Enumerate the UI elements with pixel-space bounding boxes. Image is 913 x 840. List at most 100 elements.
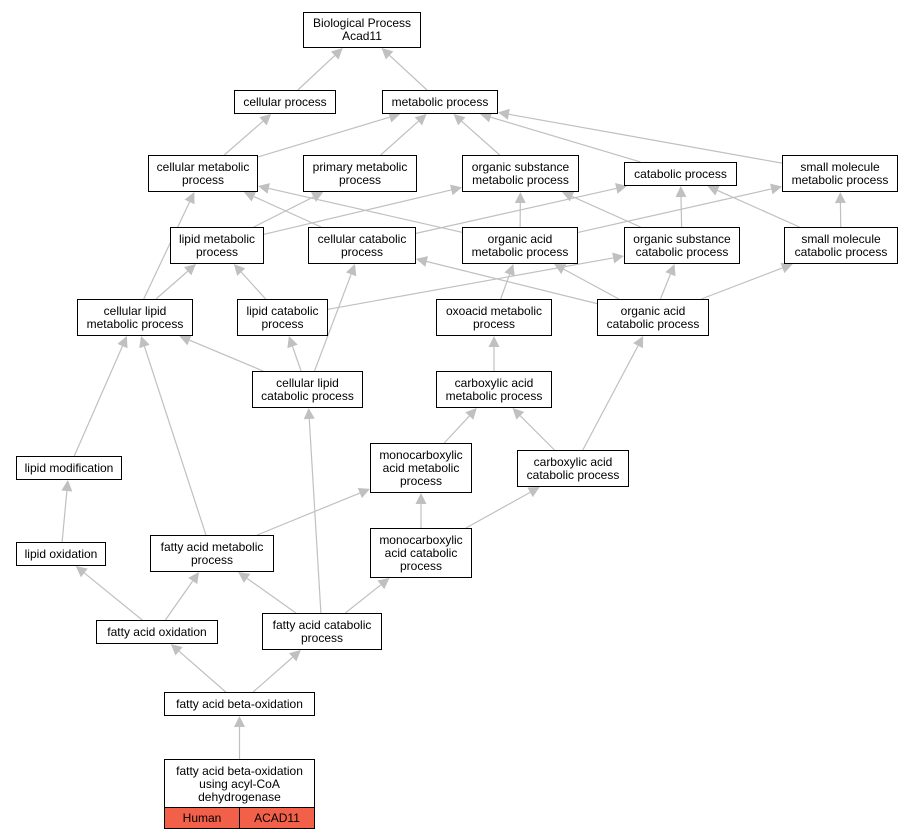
edge-organic_substance_catabolic_process-to-catabolic_process bbox=[680, 196, 683, 228]
arrowhead-carboxylic_acid_metabolic_process-to-oxoacid_metabolic_process bbox=[488, 336, 500, 347]
edge-fatty_acid_beta_oxidation-to-fatty_acid_oxidation bbox=[178, 650, 227, 693]
node-metabolic-process[interactable]: metabolic process bbox=[382, 90, 498, 114]
node-cellular-catabolic-process[interactable]: cellular catabolic process bbox=[308, 227, 416, 264]
gene-tag: ACAD11 bbox=[239, 808, 314, 828]
arrowhead-organic_acid_catabolic_process-to-small_molecule_catabolic_process bbox=[780, 262, 793, 274]
edge-small_molecule_catabolic_process-to-catabolic_process bbox=[717, 189, 800, 228]
edge-lipid_oxidation-to-lipid_modification bbox=[61, 490, 68, 543]
node-small-molecule-metabolic-process[interactable]: small molecule metabolic process bbox=[782, 155, 898, 192]
node-organic-substance-metabolic-process[interactable]: organic substance metabolic process bbox=[462, 155, 579, 192]
node-fatty-acid-metabolic-process[interactable]: fatty acid metabolic process bbox=[150, 535, 274, 572]
edge-carboxylic_acid_catabolic_process-to-carboxylic_acid_metabolic_process bbox=[519, 415, 555, 451]
node-catabolic-process[interactable]: catabolic process bbox=[624, 162, 737, 186]
edge-cellular_catabolic_process-to-catabolic_process bbox=[415, 187, 617, 234]
node-lipid-catabolic-process[interactable]: lipid catabolic process bbox=[237, 299, 328, 336]
arrowhead-monocarboxylic_acid_metabolic_process-to-carboxylic_acid_metabolic_process bbox=[465, 408, 477, 420]
arrowhead-fatty_acid_metabolic_process-to-monocarboxylic_acid_metabolic_process bbox=[357, 487, 370, 499]
arrowhead-fatty_acid_metabolic_process-to-cellular_lipid_metabolic_process bbox=[139, 336, 150, 349]
node-lipid-oxidation[interactable]: lipid oxidation bbox=[16, 542, 106, 566]
arrowhead-cellular_lipid_catabolic_process-to-cellular_lipid_metabolic_process bbox=[179, 335, 192, 346]
node-cellular-process[interactable]: cellular process bbox=[234, 90, 336, 114]
edge-lipid_metabolic_process-to-primary_metabolic_process bbox=[253, 196, 314, 228]
node-lipid-modification[interactable]: lipid modification bbox=[16, 456, 122, 480]
edge-cellular_lipid_metabolic_process-to-lipid_metabolic_process bbox=[155, 270, 189, 300]
edge-fatty_acid_catabolic_process-to-fatty_acid_metabolic_process bbox=[246, 577, 297, 614]
edge-cellular_lipid_metabolic_process-to-cellular_metabolic_process bbox=[143, 201, 191, 300]
edge-organic_substance_catabolic_process-to-organic_substance_metabolic_process bbox=[571, 195, 641, 228]
edge-small_molecule_metabolic_process-to-metabolic_process bbox=[508, 113, 783, 164]
node-primary-metabolic-process[interactable]: primary metabolic process bbox=[303, 155, 417, 192]
node-monocarboxylic-acid-catabolic-process[interactable]: monocarboxylic acid catabolic process bbox=[370, 528, 472, 578]
arrowhead-organic_acid_metabolic_process-to-organic_substance_metabolic_process bbox=[514, 192, 526, 204]
node-cellular-metabolic-process[interactable]: cellular metabolic process bbox=[148, 155, 258, 192]
node-organic-acid-catabolic-process[interactable]: organic acid catabolic process bbox=[597, 299, 709, 336]
node-organic-substance-catabolic-process[interactable]: organic substance catabolic process bbox=[624, 227, 740, 264]
arrowhead-fatty_acid_catabolic_process-to-monocarboxylic_acid_catabolic_process bbox=[377, 578, 390, 590]
arrowhead-cellular_lipid_catabolic_process-to-cellular_catabolic_process bbox=[345, 264, 357, 277]
arrowhead-small_molecule_catabolic_process-to-small_molecule_metabolic_process bbox=[834, 192, 846, 204]
node-fatty-acid-catabolic-process[interactable]: fatty acid catabolic process bbox=[262, 613, 382, 650]
arrowhead-organic_acid_metabolic_process-to-small_molecule_metabolic_process bbox=[770, 183, 782, 195]
arrowhead-lipid_metabolic_process-to-primary_metabolic_process bbox=[310, 192, 324, 202]
node-carboxylic-acid-catabolic-process[interactable]: carboxylic acid catabolic process bbox=[517, 450, 629, 487]
arrowhead-fatty_acid_beta_oxidation-to-fatty_acid_catabolic_process bbox=[289, 650, 301, 662]
arrowhead-organic_acid_catabolic_process-to-organic_substance_catabolic_process bbox=[665, 264, 676, 277]
arrowhead-organic_substance_catabolic_process-to-catabolic_process bbox=[675, 186, 687, 198]
edge-cellular_lipid_catabolic_process-to-lipid_catabolic_process bbox=[291, 346, 302, 372]
arrowhead-small_molecule_metabolic_process-to-metabolic_process bbox=[498, 108, 510, 120]
arrowhead-monocarboxylic_acid_catabolic_process-to-monocarboxylic_acid_metabolic_process bbox=[415, 493, 427, 504]
arrowhead-organic_acid_catabolic_process-to-cellular_catabolic_process bbox=[416, 256, 428, 267]
node-cellular-lipid-metabolic-process[interactable]: cellular lipid metabolic process bbox=[77, 299, 193, 336]
node-small-molecule-catabolic-process[interactable]: small molecule catabolic process bbox=[784, 227, 898, 264]
edge-organic_acid_catabolic_process-to-small_molecule_catabolic_process bbox=[701, 267, 783, 300]
arrowhead-metabolic_process-to-root bbox=[381, 48, 394, 60]
arrowhead-lipid_modification-to-cellular_lipid_metabolic_process bbox=[117, 336, 128, 349]
arrowhead-catabolic_process-to-metabolic_process bbox=[480, 111, 493, 123]
node-organic-acid-metabolic-process[interactable]: organic acid metabolic process bbox=[462, 227, 578, 264]
edge-monocarboxylic_acid_metabolic_process-to-carboxylic_acid_metabolic_process bbox=[443, 415, 470, 444]
node-lipid-metabolic-process[interactable]: lipid metabolic process bbox=[170, 227, 264, 264]
edge-organic_acid_metabolic_process-to-cellular_metabolic_process bbox=[268, 187, 463, 233]
arrowhead-cellular_process-to-root bbox=[330, 48, 343, 60]
edge-cellular_lipid_catabolic_process-to-cellular_catabolic_process bbox=[313, 274, 352, 372]
edge-catabolic_process-to-metabolic_process bbox=[490, 116, 641, 163]
arrowhead-carboxylic_acid_catabolic_process-to-organic_acid_catabolic_process bbox=[633, 336, 644, 349]
edge-metabolic_process-to-root bbox=[389, 55, 428, 91]
organism-tag: Human bbox=[165, 808, 239, 828]
node-monocarboxylic-acid-metabolic-process[interactable]: monocarboxylic acid metabolic process bbox=[370, 443, 472, 493]
node-carboxylic-acid-metabolic-process[interactable]: carboxylic acid metabolic process bbox=[436, 371, 552, 408]
node-fatty-acid-oxidation[interactable]: fatty acid oxidation bbox=[96, 620, 218, 644]
arrowhead-cellular_metabolic_process-to-cellular_process bbox=[259, 114, 272, 126]
edge-organic_acid_metabolic_process-to-small_molecule_metabolic_process bbox=[577, 188, 772, 234]
arrowhead-fatty_acid_oxidation-to-fatty_acid_metabolic_process bbox=[188, 572, 200, 585]
leaf-term-label: fatty acid beta-oxidation using acyl-CoA… bbox=[176, 764, 303, 804]
node-oxoacid-metabolic-process[interactable]: oxoacid metabolic process bbox=[436, 299, 552, 336]
arrowhead-cellular_lipid_catabolic_process-to-lipid_catabolic_process bbox=[287, 336, 298, 349]
edge-oxoacid_metabolic_process-to-organic_acid_metabolic_process bbox=[500, 274, 511, 300]
node-root[interactable]: Biological Process Acad11 bbox=[303, 12, 421, 48]
edge-cellular_catabolic_process-to-cellular_metabolic_process bbox=[253, 195, 322, 228]
edge-organic_acid_catabolic_process-to-organic_substance_catabolic_process bbox=[659, 273, 671, 300]
arrowhead-fatty_acid_catabolic_process-to-cellular_lipid_catabolic_process bbox=[303, 408, 315, 420]
arrowhead-small_molecule_catabolic_process-to-catabolic_process bbox=[707, 185, 720, 196]
arrowhead-lipid_oxidation-to-lipid_modification bbox=[61, 480, 73, 492]
edge-fatty_acid_catabolic_process-to-cellular_lipid_catabolic_process bbox=[308, 418, 322, 614]
edge-fatty_acid_metabolic_process-to-cellular_lipid_metabolic_process bbox=[143, 346, 207, 536]
edge-fatty_acid_oxidation-to-lipid_oxidation bbox=[83, 572, 143, 621]
node-fatty-acid-beta-oxidation-acyl-coa-dehydrogenase[interactable]: fatty acid beta-oxidation using acyl-CoA… bbox=[164, 759, 315, 829]
node-fatty-acid-beta-oxidation[interactable]: fatty acid beta-oxidation bbox=[164, 692, 315, 716]
edge-monocarboxylic_acid_catabolic_process-to-carboxylic_acid_catabolic_process bbox=[465, 491, 531, 529]
arrowhead-oxoacid_metabolic_process-to-organic_acid_metabolic_process bbox=[504, 264, 515, 277]
edge-cellular_process-to-root bbox=[297, 55, 336, 91]
arrowhead-carboxylic_acid_catabolic_process-to-carboxylic_acid_metabolic_process bbox=[512, 408, 525, 420]
edge-carboxylic_acid_catabolic_process-to-organic_acid_catabolic_process bbox=[582, 345, 639, 451]
arrowhead-organic_substance_metabolic_process-to-metabolic_process bbox=[453, 114, 466, 126]
arrowhead-cellular_catabolic_process-to-cellular_metabolic_process bbox=[243, 191, 257, 202]
edge-cellular_lipid_catabolic_process-to-cellular_lipid_metabolic_process bbox=[189, 339, 264, 372]
node-cellular-lipid-catabolic-process[interactable]: cellular lipid catabolic process bbox=[252, 371, 363, 408]
edge-organic_acid_catabolic_process-to-cellular_catabolic_process bbox=[426, 260, 598, 305]
edge-fatty_acid_oxidation-to-fatty_acid_metabolic_process bbox=[164, 580, 194, 621]
arrowhead-fatty_acid_oxidation-to-lipid_oxidation bbox=[75, 566, 88, 578]
